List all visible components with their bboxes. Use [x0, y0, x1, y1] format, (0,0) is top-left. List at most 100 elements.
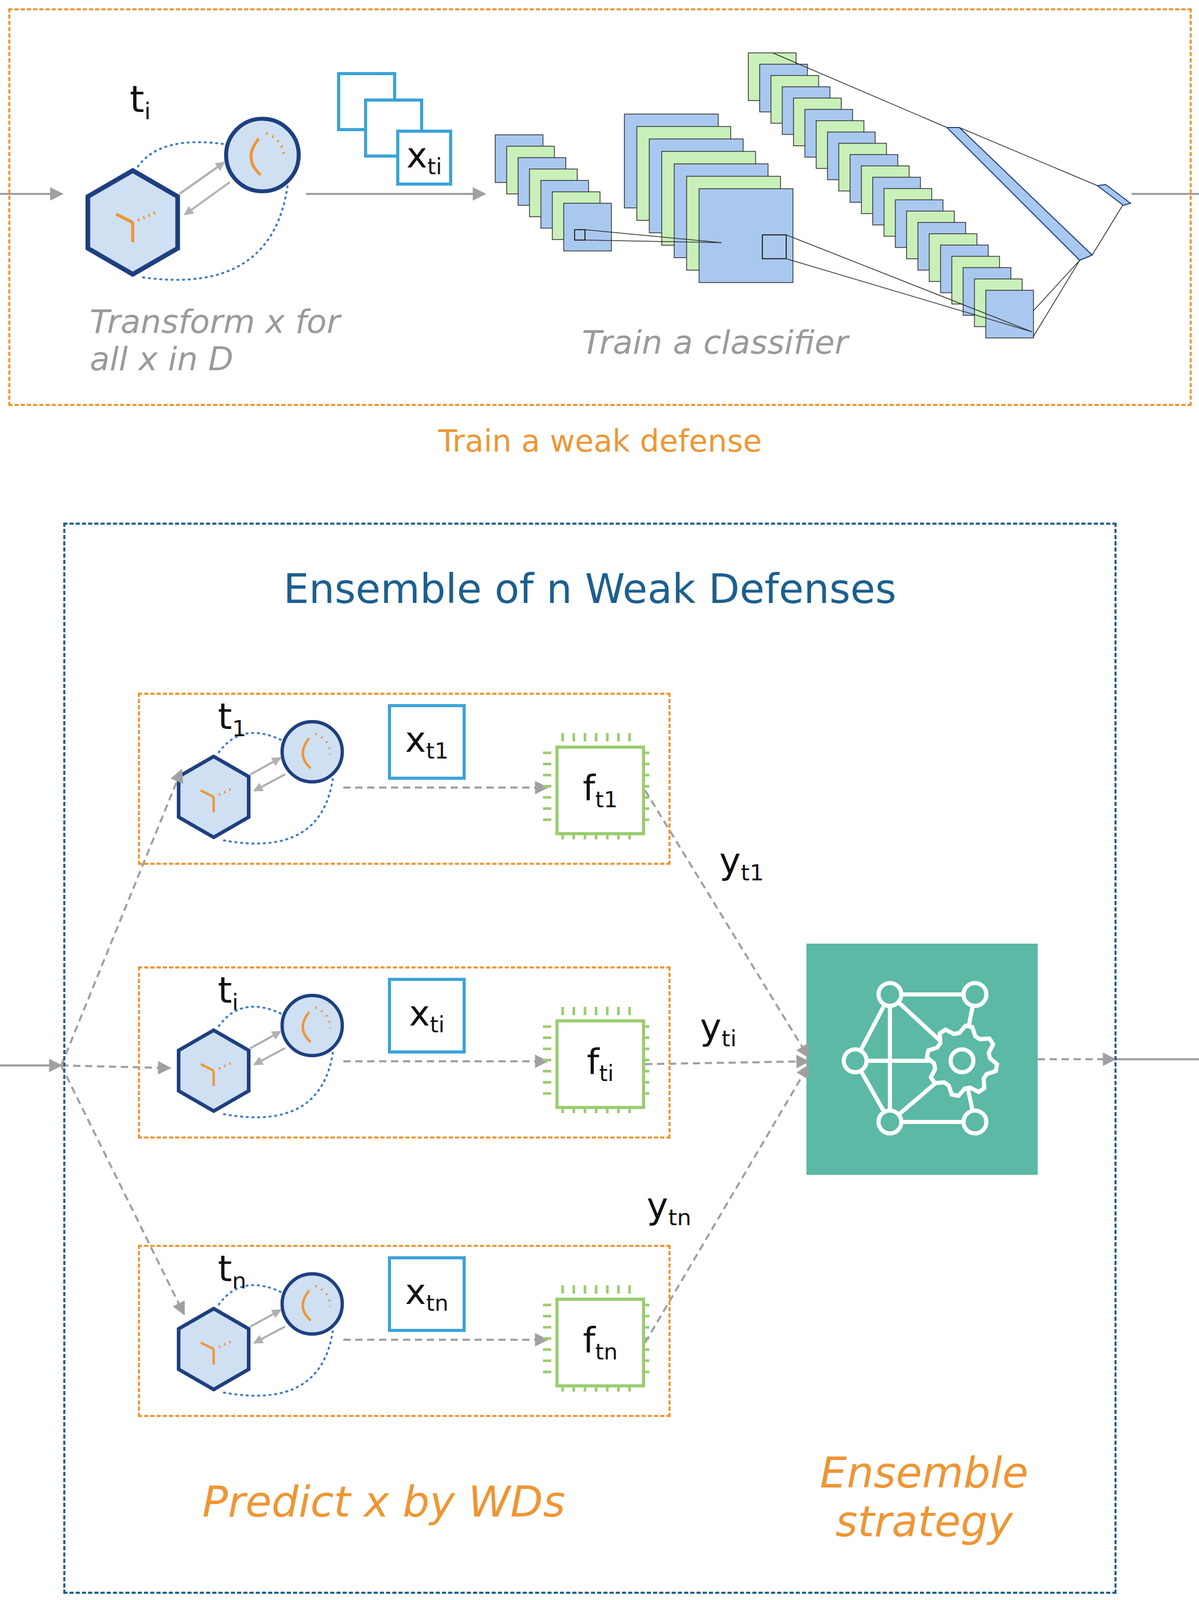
group-title: Train a weak defense	[10, 423, 1190, 459]
hex-mark	[218, 1062, 234, 1069]
icon-node	[963, 983, 987, 1007]
output-arrow	[1116, 1058, 1199, 1061]
step-caption: Predict x by WDs	[202, 1478, 566, 1527]
hexagon	[178, 1030, 249, 1112]
pin	[542, 733, 650, 840]
node-label: ft1	[582, 768, 618, 814]
pin	[542, 733, 650, 840]
icon-node	[843, 1049, 867, 1073]
pin	[542, 1007, 650, 1114]
projection-line	[1033, 260, 1080, 312]
output-arrow	[1037, 1058, 1115, 1061]
small-arrow	[254, 1048, 286, 1066]
flow-arrow	[305, 192, 485, 195]
dotted-loop	[137, 142, 229, 167]
pin	[542, 1285, 650, 1392]
projection-line	[1092, 204, 1124, 256]
pin	[542, 1007, 650, 1114]
circle-mark	[302, 1290, 311, 1321]
icon-gear	[926, 1025, 997, 1096]
hex-mark	[218, 1340, 234, 1348]
input-arrow	[0, 1064, 62, 1067]
projection-line	[584, 229, 722, 243]
hex-mark	[200, 790, 214, 813]
node-label: ftn	[582, 1320, 618, 1366]
flow-arrow	[343, 1060, 548, 1063]
pin	[542, 1285, 650, 1392]
sample-box: xti	[396, 129, 453, 186]
hexagon	[178, 1308, 249, 1390]
circle-mark	[302, 738, 311, 769]
hex-mark	[137, 211, 159, 221]
small-arrow	[184, 182, 230, 216]
conv-layer	[624, 114, 793, 283]
circle-mark	[251, 138, 261, 176]
pin	[542, 1285, 650, 1392]
transform-label: ti	[217, 969, 239, 1016]
pin	[542, 1007, 650, 1114]
edge-label: ytn	[644, 1185, 694, 1232]
circle	[282, 995, 343, 1056]
edge-label: yt1	[717, 840, 766, 887]
pin	[542, 733, 650, 840]
classifier-chip: fti	[555, 1019, 646, 1110]
pin	[542, 733, 650, 840]
pin	[542, 1285, 650, 1392]
output-arrow	[1131, 192, 1199, 195]
weak-defense-box: tnxtnftn	[137, 1245, 671, 1418]
pin	[542, 1007, 650, 1114]
pin	[542, 1007, 650, 1114]
strategy-tile	[806, 943, 1038, 1176]
transform-icon	[178, 721, 343, 844]
node-label: Ensemble strategy	[787, 1448, 1061, 1547]
weak-defense-box: ti xti fti	[137, 966, 671, 1139]
ensemble-frame: Ensemble of n Weak Defensest1xt1ft1tixti…	[63, 522, 1117, 1595]
node-label: xt1	[405, 719, 449, 765]
pin	[542, 733, 650, 840]
feature-map	[563, 203, 612, 252]
pin	[542, 1285, 650, 1392]
sample-box: xt1	[387, 704, 466, 780]
icon-node	[963, 1110, 987, 1134]
output-layer	[1097, 184, 1131, 206]
circle-mark	[266, 133, 285, 159]
small-arrow	[249, 758, 281, 776]
circle-mark	[315, 733, 331, 756]
circle	[282, 721, 343, 783]
conv-layer	[748, 52, 1034, 339]
hex-mark	[200, 1343, 214, 1365]
small-arrow	[249, 1032, 281, 1050]
split-arrow	[61, 1065, 185, 1315]
pin	[542, 1007, 650, 1114]
pin	[542, 1285, 650, 1392]
circle-mark	[315, 1007, 331, 1029]
pin	[542, 733, 650, 840]
transform-icon	[87, 118, 299, 281]
hex-mark	[116, 214, 133, 243]
sample-box: xti	[387, 978, 466, 1054]
feature-map	[985, 290, 1034, 339]
transform-label: t1	[217, 695, 247, 743]
circle	[282, 1274, 343, 1335]
small-arrow	[179, 162, 225, 194]
node-label: fti	[586, 1042, 614, 1087]
feature-map	[699, 188, 793, 283]
small-arrow	[254, 774, 286, 792]
dense-layer	[946, 127, 1093, 261]
icon-node	[878, 1110, 902, 1134]
chip-pins	[542, 1007, 650, 1114]
split-arrow	[61, 770, 182, 1066]
sample-box: xtn	[387, 1256, 466, 1333]
node-label: xti	[409, 993, 445, 1039]
classifier-chip: ft1	[555, 745, 646, 836]
classifier-chip: ftn	[555, 1298, 646, 1388]
projection-line	[786, 234, 1033, 332]
hexagon	[178, 756, 249, 838]
transform-icon	[178, 1274, 343, 1397]
hex-mark	[200, 1064, 214, 1087]
transform-label: ti	[129, 77, 151, 126]
projection-line	[786, 258, 1033, 332]
small-arrow	[249, 1310, 281, 1328]
hex-mark	[218, 788, 234, 796]
